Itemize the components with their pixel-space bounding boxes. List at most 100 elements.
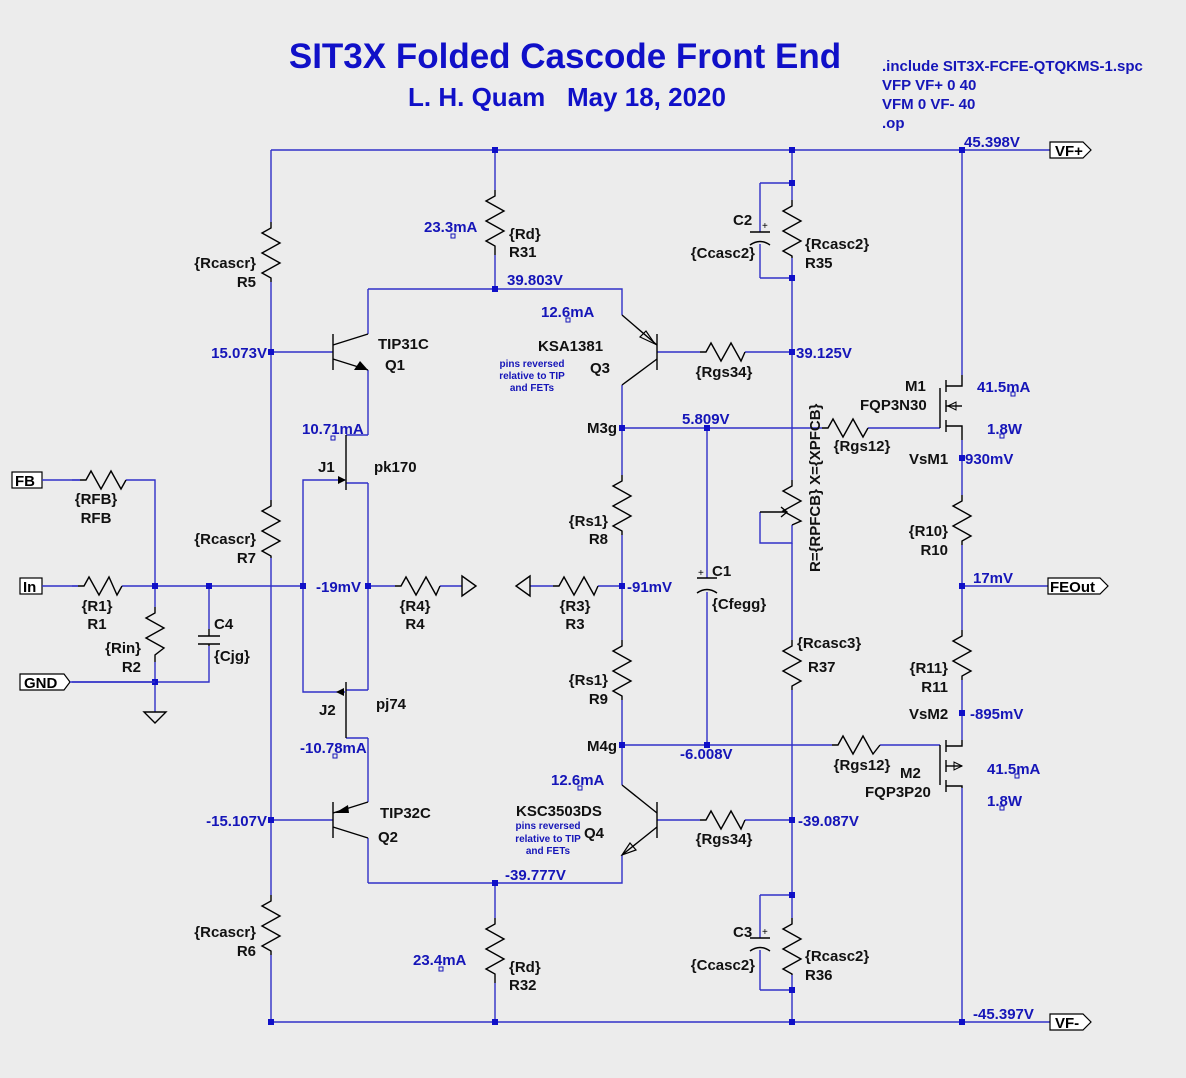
q2-model: TIP32C — [380, 805, 431, 822]
resistor-R11[interactable] — [951, 630, 973, 680]
readout-r3: -91mV — [627, 579, 672, 596]
r9-name: R9 — [589, 691, 608, 708]
spice-directive-op[interactable]: .op — [882, 115, 905, 132]
c4-value: {Cjg} — [214, 648, 250, 665]
r2-value: {Rin} — [105, 640, 141, 657]
spice-directive-vfm[interactable]: VFM 0 VF- 40 — [882, 96, 975, 113]
r8-value: {Rs1} — [569, 513, 608, 530]
resistor-R9[interactable] — [611, 640, 633, 700]
r11-value: {R11} — [910, 660, 949, 677]
svg-text:VF+: VF+ — [1055, 143, 1083, 160]
c3-value: {Ccasc2} — [691, 957, 755, 974]
q4-name: Q4 — [584, 825, 605, 842]
svg-text:+: + — [762, 927, 768, 938]
resistor-R37[interactable] — [781, 640, 803, 690]
resistor-R35[interactable] — [781, 200, 803, 258]
q3-note-1: pins reversed — [499, 359, 564, 370]
m1-power: 1.8W — [987, 421, 1023, 438]
capacitor-C2[interactable]: + — [749, 221, 771, 246]
q1-name: Q1 — [385, 357, 405, 374]
port-vfp[interactable]: VF+ — [1049, 141, 1092, 160]
resistor-R1[interactable] — [78, 575, 123, 597]
readout-i-q4: 12.6mA — [551, 772, 605, 789]
net-label-vsm2: VsM2 — [909, 706, 948, 723]
port-vfm[interactable]: VF- — [1049, 1013, 1092, 1032]
svg-text:+: + — [698, 568, 704, 579]
readout-i-q3: 12.6mA — [541, 304, 595, 321]
resistor-Rgs34-top[interactable] — [700, 341, 746, 363]
c2-name: C2 — [733, 212, 752, 229]
resistor-R7[interactable] — [260, 500, 282, 558]
bjt-Q1[interactable] — [332, 333, 369, 371]
resistor-Rgs12-bottom[interactable] — [832, 734, 881, 756]
j1-model: pk170 — [374, 459, 417, 476]
net-flag-r4 — [461, 574, 478, 598]
q4-note-1: pins reversed — [515, 821, 580, 832]
q1-model: TIP31C — [378, 336, 429, 353]
rgs12-top-value: {Rgs12} — [834, 438, 891, 455]
capacitor-C3[interactable]: + — [749, 927, 771, 952]
resistor-R8[interactable] — [611, 475, 633, 535]
r1-value: {R1} — [82, 598, 113, 615]
spice-directive-vfp[interactable]: VFP VF+ 0 40 — [882, 77, 976, 94]
port-fb[interactable]: FB — [11, 471, 43, 490]
r2-name: R2 — [122, 659, 141, 676]
resistor-R32[interactable] — [484, 918, 506, 983]
net-label-m4g: M4g — [587, 738, 617, 755]
r4-value: {R4} — [400, 598, 431, 615]
probe-markers — [330, 233, 1020, 972]
readout-vsm1: 930mV — [965, 451, 1013, 468]
jfet-J2[interactable] — [336, 682, 347, 738]
r31-name: R31 — [509, 244, 537, 261]
readout-m3g: 5.809V — [682, 411, 730, 428]
mosfet-M2[interactable] — [939, 740, 964, 792]
svg-text:FB: FB — [15, 473, 35, 490]
q3-note-2: relative to TIP — [499, 371, 565, 382]
resistor-R2[interactable] — [144, 607, 166, 662]
jfet-J1[interactable] — [338, 435, 347, 490]
resistor-R4[interactable] — [395, 575, 441, 597]
svg-text:VF-: VF- — [1055, 1015, 1079, 1032]
r32-name: R32 — [509, 977, 537, 994]
r7-name: R7 — [237, 550, 256, 567]
j1-name: J1 — [318, 459, 335, 476]
bjt-Q4[interactable] — [620, 784, 658, 857]
resistor-R3[interactable] — [553, 575, 599, 597]
bjt-Q2[interactable] — [332, 801, 369, 839]
resistor-R36[interactable] — [781, 918, 803, 975]
svg-text:+: + — [762, 221, 768, 232]
port-in[interactable]: In — [19, 577, 43, 596]
readout-i-r32: 23.4mA — [413, 952, 467, 969]
m1-name: M1 — [905, 378, 926, 395]
bjt-Q3[interactable] — [621, 314, 658, 386]
readout-q2b: -15.107V — [206, 813, 267, 830]
port-gnd[interactable]: GND — [19, 673, 71, 692]
port-feout[interactable]: FEOut — [1047, 577, 1109, 596]
mosfet-M1[interactable] — [939, 375, 963, 440]
pot-value: R={RPFCB} X={XPFCB} — [807, 403, 824, 572]
r36-value: {Rcasc2} — [805, 948, 869, 965]
resistor-R6[interactable] — [260, 895, 282, 955]
readout-q4b: -39.087V — [798, 813, 859, 830]
spice-directive-include[interactable]: .include SIT3X-FCFE-QTQKMS-1.spc — [882, 58, 1143, 75]
potentiometer[interactable] — [760, 480, 803, 526]
r10-value: {R10} — [909, 523, 948, 540]
r11-name: R11 — [921, 679, 948, 696]
capacitor-C4[interactable] — [198, 629, 220, 646]
resistor-R31[interactable] — [484, 190, 506, 255]
r9-value: {Rs1} — [569, 672, 608, 689]
readout-vsm2: -895mV — [970, 706, 1023, 723]
resistor-Rgs34-bottom[interactable] — [700, 809, 746, 831]
resistor-RFB[interactable] — [80, 469, 127, 491]
r31-value: {Rd} — [509, 226, 541, 243]
resistor-Rgs12-top[interactable] — [822, 417, 869, 439]
capacitor-C1[interactable]: + — [696, 568, 718, 594]
r3-name: R3 — [565, 616, 584, 633]
resistor-R5[interactable] — [260, 222, 282, 282]
r37-name: R37 — [808, 659, 836, 676]
q4-model: KSC3503DS — [516, 803, 602, 820]
readout-q1b: 15.073V — [211, 345, 267, 362]
q3-note-3: and FETs — [510, 383, 555, 394]
resistor-R10[interactable] — [951, 495, 973, 545]
